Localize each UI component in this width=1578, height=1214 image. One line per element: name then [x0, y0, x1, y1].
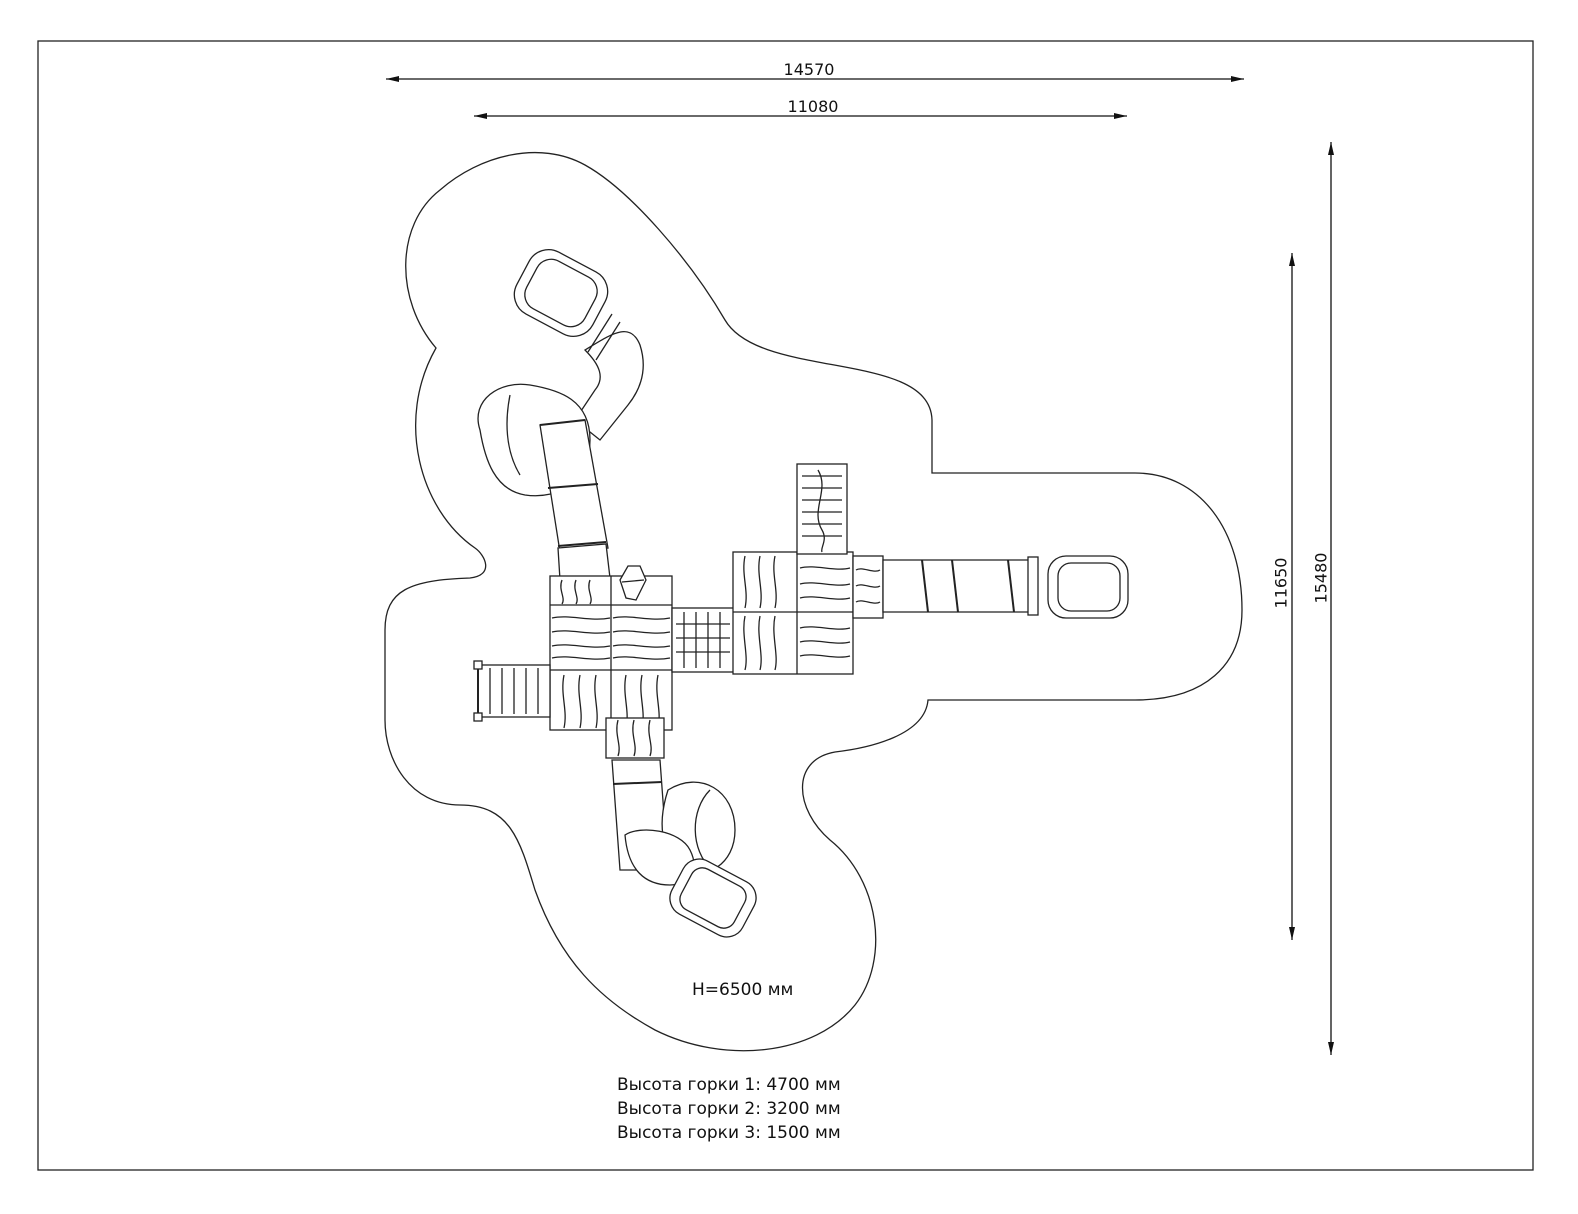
tower-right: [732, 551, 884, 675]
platform-height-note: H=6500 мм: [692, 980, 794, 1000]
climbing-wall-upper: [796, 463, 848, 555]
slide-heights-list: Высота горки 1: 4700 мм Высота горки 2: …: [617, 1073, 841, 1145]
slide-height-3: Высота горки 3: 1500 мм: [617, 1123, 841, 1143]
ladder-left: [473, 660, 551, 722]
tube-slide-3: [611, 759, 757, 938]
slide-height-1: Высота горки 1: 4700 мм: [617, 1075, 841, 1095]
tube-slide-2: [882, 555, 1129, 619]
dimension-inner-width: 11080: [787, 97, 839, 116]
slide-height-2: Высота горки 2: 3200 мм: [617, 1099, 841, 1119]
tube-slide-1: [477, 249, 644, 581]
sheet-frame: [37, 40, 1534, 1171]
safety-zone-outline: [384, 152, 1243, 1052]
dimension-inner-height: 11650: [1271, 557, 1291, 609]
dimension-overall-height: 15480: [1311, 552, 1331, 604]
dimension-overall-width: 14570: [783, 60, 835, 79]
periscope-icon: [619, 565, 647, 601]
net-bridge: [671, 607, 735, 673]
tower-left: [549, 565, 673, 759]
